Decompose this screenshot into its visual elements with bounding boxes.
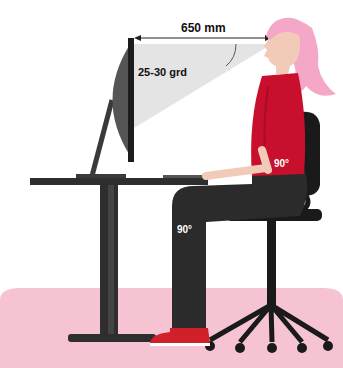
elbow-angle: 90°	[274, 158, 289, 169]
distance-dimension: 650 mm	[181, 22, 226, 35]
angle-dimension: 25-30 grd	[138, 66, 187, 78]
knee-angle: 90°	[177, 224, 192, 235]
